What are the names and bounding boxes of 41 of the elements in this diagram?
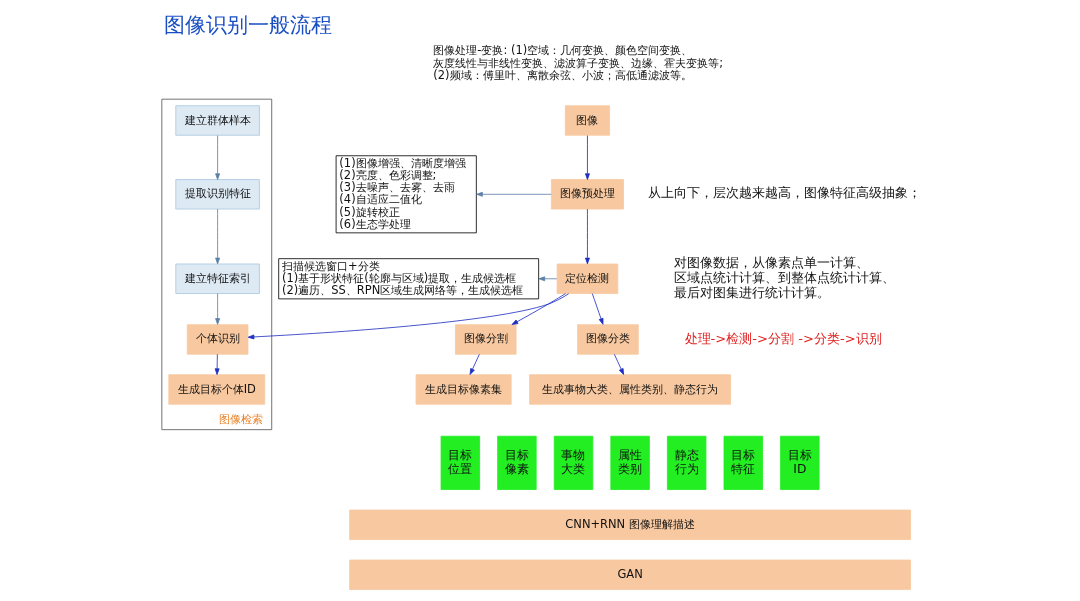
- node-box: 事物大类: [553, 435, 593, 490]
- node-box: 定位检测: [556, 263, 618, 294]
- arrow: [538, 276, 557, 282]
- node-box: CNN+RNN 图像理解描述: [348, 509, 911, 540]
- node-box: 生成目标个体ID: [167, 374, 265, 405]
- node-box: 属性类别: [609, 435, 650, 490]
- label: 图像处理-变换: (1)空域：几何变换、颜色空间变换、灰度线性与非线性变换、滤波算子变换、边缘、霍夫变换等; (2)频域：傅里叶、离散余弦、小波；高低通滤波等。: [432, 43, 723, 82]
- node-box: 图像: [564, 105, 610, 136]
- node-box: 目标像素: [496, 435, 537, 490]
- label: 从上向下，层次越来越高，图像特征高级抽象；: [647, 185, 921, 201]
- node-box: 个体识别: [186, 324, 248, 355]
- node-box: 生成目标像素集: [415, 374, 512, 405]
- node-box: 生成事物大类、属性类别、静态行为: [528, 374, 731, 405]
- node-box: 静态行为: [666, 435, 706, 490]
- node-box: (1)图像增强、清晰度增强 (2)亮度、色彩调整; (3)去噪声、去雾、去雨 (4)自适应二值化 (5)旋转校正 (6)生态学处理: [335, 155, 477, 234]
- node-box: 图像分类: [576, 324, 639, 355]
- arrow: [214, 353, 220, 375]
- node-box: GAN: [348, 559, 911, 590]
- arrow: [591, 293, 603, 325]
- arrow: [613, 353, 624, 375]
- arrow: [214, 135, 220, 180]
- arrow: [584, 135, 590, 180]
- label: 对图像数据，从像素点单一计算、区域点统计计算、到整体点统计计算、最后对图集进行统计计算。: [673, 255, 895, 300]
- arrow: [511, 293, 566, 325]
- node-box: 目标位置: [440, 435, 480, 490]
- node-box: 图像预处理: [550, 179, 624, 210]
- node-box: 扫描候选窗口+分类 (1)基于形状特征(轮廓与区域)提取，生成候选框 (2)遍历、SS、RPN区域生成网络等，生成候选框: [277, 258, 539, 300]
- node-box: 目标ID: [779, 435, 819, 490]
- node-box: 目标特征: [723, 435, 763, 490]
- label: 处理->检测->分割 ->分类->识别: [684, 330, 882, 346]
- arrow: [214, 293, 220, 325]
- diagram-title: 图像识别一般流程: [163, 11, 332, 37]
- node-box: 建立群体样本: [174, 105, 260, 136]
- arrow: [584, 208, 590, 265]
- arrow: [214, 208, 220, 265]
- arrow: [469, 353, 480, 375]
- node-box: 建立特征索引: [174, 263, 260, 294]
- node-box: 提取识别特征: [174, 179, 260, 210]
- arrow: [475, 191, 552, 197]
- arrow: [247, 293, 569, 340]
- node-box: 图像分割: [454, 324, 516, 355]
